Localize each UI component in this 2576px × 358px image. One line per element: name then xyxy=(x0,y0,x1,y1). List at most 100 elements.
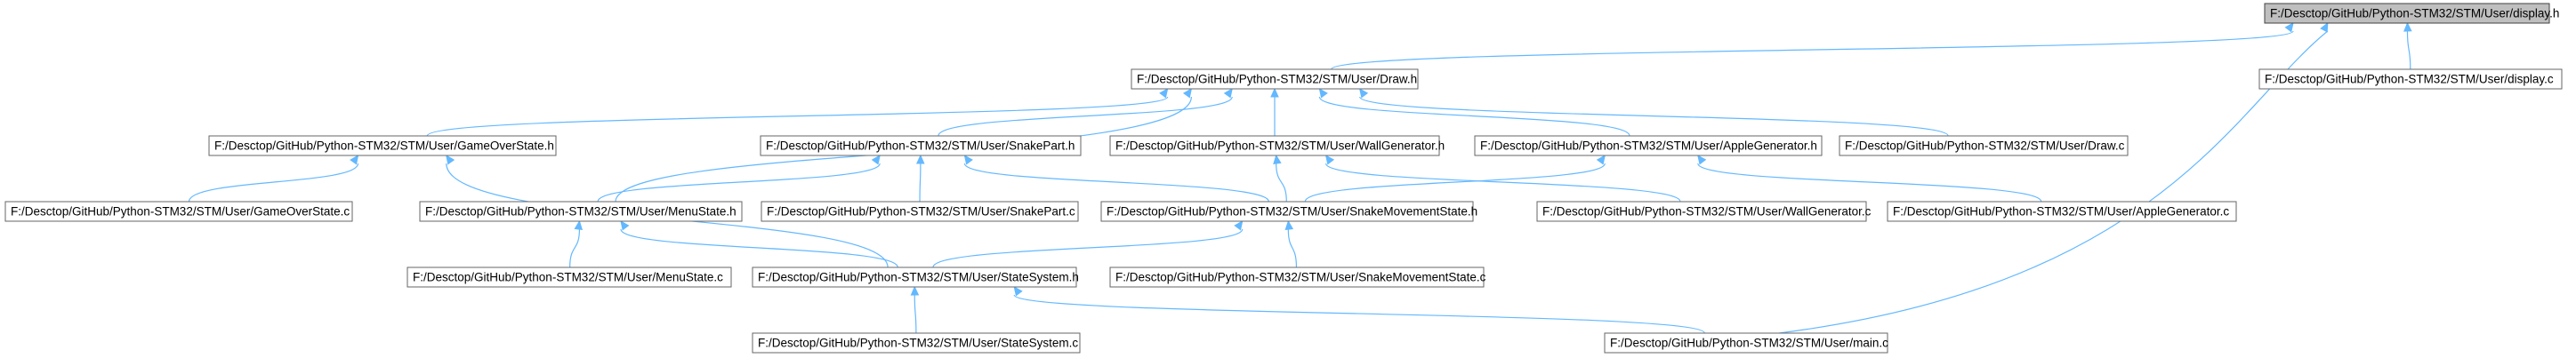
node-label: F:/Desctop/GitHub/Python-STM32/STM/User/… xyxy=(1845,139,2125,153)
node-label: F:/Desctop/GitHub/Python-STM32/STM/User/… xyxy=(1115,139,1445,153)
node-box xyxy=(1604,332,1888,354)
edge-menustate_h-to-statesys_h xyxy=(620,220,898,268)
edge-line xyxy=(963,163,1269,203)
edge-arrowhead xyxy=(916,154,925,164)
edge-applegen_h-to-applegen_c xyxy=(1697,155,2042,203)
node-box xyxy=(1109,135,1440,156)
node-label: F:/Desctop/GitHub/Python-STM32/STM/User/… xyxy=(2270,7,2559,20)
node-box xyxy=(1109,267,1485,288)
edge-line xyxy=(188,163,359,203)
node-box xyxy=(407,267,732,288)
node-label: F:/Desctop/GitHub/Python-STM32/STM/User/… xyxy=(1137,73,1417,86)
node-applegen-c[interactable]: F:/Desctop/GitHub/Python-STM32/STM/User/… xyxy=(1887,201,2237,222)
node-label: F:/Desctop/GitHub/Python-STM32/STM/User/… xyxy=(11,205,350,219)
edge-snakepart_h-to-snakemove_h xyxy=(963,155,1269,203)
node-box xyxy=(752,332,1081,354)
edge-draw_h-to-wallgen_h xyxy=(1270,87,1279,136)
node-box xyxy=(208,135,557,156)
node-snakemove-c[interactable]: F:/Desctop/GitHub/Python-STM32/STM/User/… xyxy=(1109,267,1486,288)
edge-snakepart_h-to-snakepart_c xyxy=(916,154,925,203)
edge-line xyxy=(1013,294,1705,334)
edge-display_h-to-main_c xyxy=(1779,21,2329,334)
node-label: F:/Desctop/GitHub/Python-STM32/STM/User/… xyxy=(2265,73,2554,86)
node-box xyxy=(4,201,353,222)
edge-arrowhead xyxy=(1318,88,1328,99)
edge-statesys_h-to-main_c xyxy=(1013,286,1705,334)
node-label: F:/Desctop/GitHub/Python-STM32/STM/User/… xyxy=(766,139,1075,153)
edge-arrowhead xyxy=(620,220,630,231)
edge-line xyxy=(426,96,1169,137)
edge-line xyxy=(2406,30,2411,70)
node-menustate-c[interactable]: F:/Desctop/GitHub/Python-STM32/STM/User/… xyxy=(407,267,732,288)
edge-line xyxy=(1325,163,1681,203)
edge-arrowhead xyxy=(1273,154,1282,165)
node-gameover-c[interactable]: F:/Desctop/GitHub/Python-STM32/STM/User/… xyxy=(4,201,353,222)
edge-line xyxy=(620,228,898,268)
node-label: F:/Desctop/GitHub/Python-STM32/STM/User/… xyxy=(425,205,737,219)
node-draw-h[interactable]: F:/Desctop/GitHub/Python-STM32/STM/User/… xyxy=(1131,68,1419,90)
edge-snakepart_h-to-menustate_h xyxy=(597,155,881,203)
node-box xyxy=(761,201,1079,222)
node-wallgen-h[interactable]: F:/Desctop/GitHub/Python-STM32/STM/User/… xyxy=(1109,135,1445,156)
edge-arrowhead xyxy=(1013,286,1023,297)
edge-arrowhead xyxy=(1596,155,1606,165)
edge-arrowhead xyxy=(1159,88,1169,99)
edge-line xyxy=(1287,228,1298,268)
edge-line xyxy=(932,228,1244,268)
edge-arrowhead xyxy=(1223,88,1233,99)
node-box xyxy=(1100,201,1474,222)
node-label: F:/Desctop/GitHub/Python-STM32/STM/User/… xyxy=(413,271,723,284)
edge-arrowhead xyxy=(2403,21,2412,32)
node-main-c[interactable]: F:/Desctop/GitHub/Python-STM32/STM/User/… xyxy=(1604,332,1888,354)
node-menustate-h[interactable]: F:/Desctop/GitHub/Python-STM32/STM/User/… xyxy=(419,201,743,222)
node-display-c[interactable]: F:/Desctop/GitHub/Python-STM32/STM/User/… xyxy=(2258,68,2563,90)
edge-line xyxy=(1276,163,1287,203)
node-box xyxy=(2264,3,2550,24)
edge-line xyxy=(914,294,917,334)
node-box xyxy=(1131,68,1419,90)
edge-arrowhead xyxy=(1324,155,1335,165)
edge-line xyxy=(1318,96,1630,137)
edge-line xyxy=(597,163,881,203)
node-snakemove-h[interactable]: F:/Desctop/GitHub/Python-STM32/STM/User/… xyxy=(1100,201,1477,222)
edge-wallgen_h-to-wallgen_c xyxy=(1324,155,1681,203)
node-statesys-c[interactable]: F:/Desctop/GitHub/Python-STM32/STM/User/… xyxy=(752,332,1081,354)
edge-arrowhead xyxy=(1697,155,1707,165)
edge-arrowhead xyxy=(1182,88,1193,99)
edge-gameover_h-to-gameover_c xyxy=(188,154,359,203)
edge-draw_h-to-gameover_h xyxy=(426,88,1169,137)
node-display-h[interactable]: F:/Desctop/GitHub/Python-STM32/STM/User/… xyxy=(2264,3,2559,24)
edge-wallgen_h-to-snakemove_h xyxy=(1273,154,1287,203)
edge-arrowhead xyxy=(910,285,920,296)
node-label: F:/Desctop/GitHub/Python-STM32/STM/User/… xyxy=(767,205,1075,219)
node-statesys-h[interactable]: F:/Desctop/GitHub/Python-STM32/STM/User/… xyxy=(752,267,1079,288)
node-gameover-h[interactable]: F:/Desctop/GitHub/Python-STM32/STM/User/… xyxy=(208,135,557,156)
edge-statesys_h-to-statesys_c xyxy=(910,285,920,334)
edge-draw_h-to-draw_c xyxy=(1358,88,1949,137)
node-box xyxy=(1536,201,1867,222)
edge-line xyxy=(1331,30,2294,70)
edge-menustate_h-to-menustate_c xyxy=(569,219,584,268)
edge-draw_h-to-snakepart_h xyxy=(938,88,1233,137)
edge-arrowhead xyxy=(871,155,881,165)
edge-applegen_h-to-snakemove_h xyxy=(1304,155,1606,203)
edge-arrowhead xyxy=(1270,87,1279,98)
node-label: F:/Desctop/GitHub/Python-STM32/STM/User/… xyxy=(1115,271,1486,284)
edge-line xyxy=(919,163,922,203)
node-snakepart-h[interactable]: F:/Desctop/GitHub/Python-STM32/STM/User/… xyxy=(760,135,1082,156)
node-snakepart-c[interactable]: F:/Desctop/GitHub/Python-STM32/STM/User/… xyxy=(761,201,1079,222)
node-label: F:/Desctop/GitHub/Python-STM32/STM/User/… xyxy=(1542,205,1872,219)
edge-line xyxy=(1304,163,1606,203)
node-label: F:/Desctop/GitHub/Python-STM32/STM/User/… xyxy=(1610,337,1888,350)
edge-line xyxy=(1359,96,1949,137)
node-draw-c[interactable]: F:/Desctop/GitHub/Python-STM32/STM/User/… xyxy=(1839,135,2129,156)
node-wallgen-c[interactable]: F:/Desctop/GitHub/Python-STM32/STM/User/… xyxy=(1536,201,1872,222)
node-label: F:/Desctop/GitHub/Python-STM32/STM/User/… xyxy=(1107,205,1477,219)
edge-draw_h-to-applegen_h xyxy=(1318,88,1630,137)
node-label: F:/Desctop/GitHub/Python-STM32/STM/User/… xyxy=(758,271,1079,284)
edge-arrowhead xyxy=(1358,88,1369,99)
edge-arrowhead xyxy=(446,154,455,165)
edge-arrowhead xyxy=(350,154,359,165)
node-applegen-h[interactable]: F:/Desctop/GitHub/Python-STM32/STM/User/… xyxy=(1474,135,1823,156)
node-label: F:/Desctop/GitHub/Python-STM32/STM/User/… xyxy=(758,337,1078,350)
